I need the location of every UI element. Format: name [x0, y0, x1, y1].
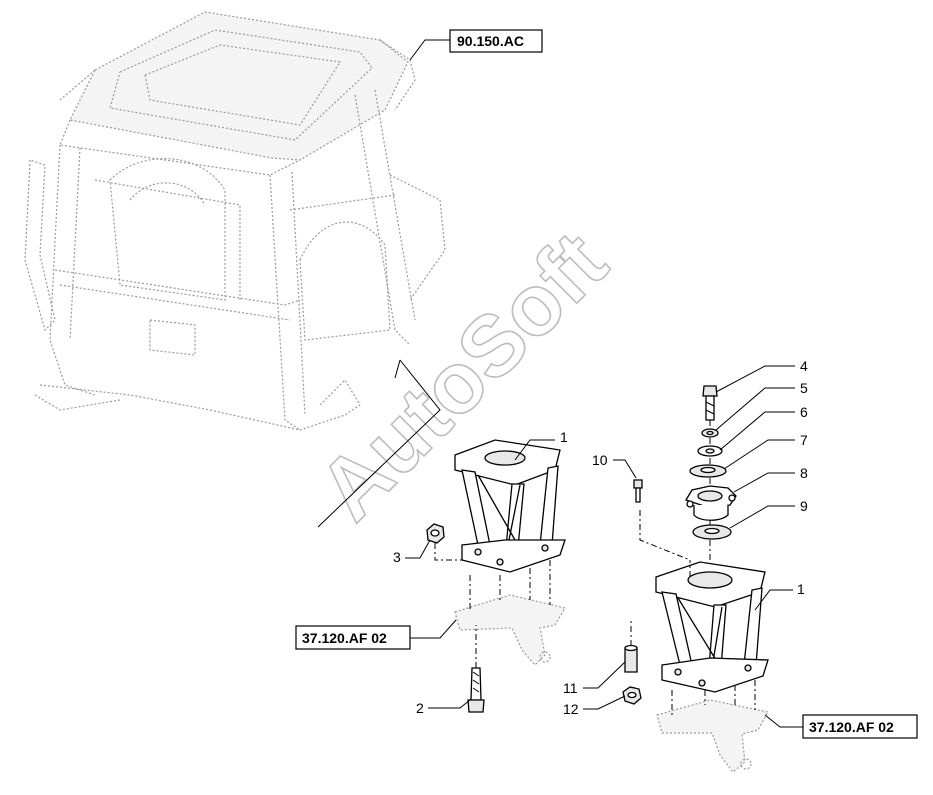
cab-reference-label: 90.150.AC	[457, 33, 524, 49]
callout-11: 11	[563, 680, 578, 696]
mount-stack	[685, 385, 737, 560]
right-cab-support-bracket	[639, 510, 769, 693]
cab-reference-box[interactable]: 90.150.AC	[449, 29, 543, 53]
rubber-mount-item-8	[685, 485, 737, 521]
callout-8: 8	[800, 465, 808, 481]
callout-5: 5	[800, 380, 808, 396]
washer-item-5	[701, 428, 719, 438]
spacer-item-11	[624, 620, 638, 673]
callout-1-right: 1	[797, 581, 805, 597]
callout-4: 4	[800, 358, 808, 374]
callout-6: 6	[800, 404, 808, 420]
bolt-item-10	[633, 479, 643, 503]
washer-item-9	[692, 524, 732, 540]
left-support-reference-box[interactable]: 37.120.AF 02	[295, 625, 411, 650]
callout-leader-lines	[405, 39, 806, 728]
nut-item-3	[426, 523, 462, 561]
cab-frame-ghost	[24, 11, 446, 431]
callout-1-left: 1	[560, 429, 568, 445]
left-support-reference-label: 37.120.AF 02	[302, 630, 387, 646]
right-support-reference-box[interactable]: 37.120.AF 02	[802, 714, 918, 739]
bolt-item-2	[467, 625, 485, 713]
callout-3: 3	[393, 549, 401, 565]
callout-2: 2	[416, 700, 424, 716]
bolt-item-4	[702, 385, 718, 421]
washer-item-6	[697, 445, 723, 457]
callout-7: 7	[800, 432, 808, 448]
left-cab-support-bracket	[454, 439, 566, 573]
watermark-text: AutoSoft	[301, 214, 626, 539]
right-support-reference-label: 37.120.AF 02	[809, 719, 894, 735]
callout-9: 9	[800, 498, 808, 514]
washer-item-7	[689, 464, 727, 478]
callout-12: 12	[563, 701, 579, 717]
left-lower-mount-bracket	[454, 560, 566, 666]
nut-item-12	[622, 686, 642, 705]
cab-to-support-leader-line	[317, 359, 441, 528]
right-lower-mount-bracket	[656, 680, 769, 773]
callout-10: 10	[592, 452, 608, 468]
